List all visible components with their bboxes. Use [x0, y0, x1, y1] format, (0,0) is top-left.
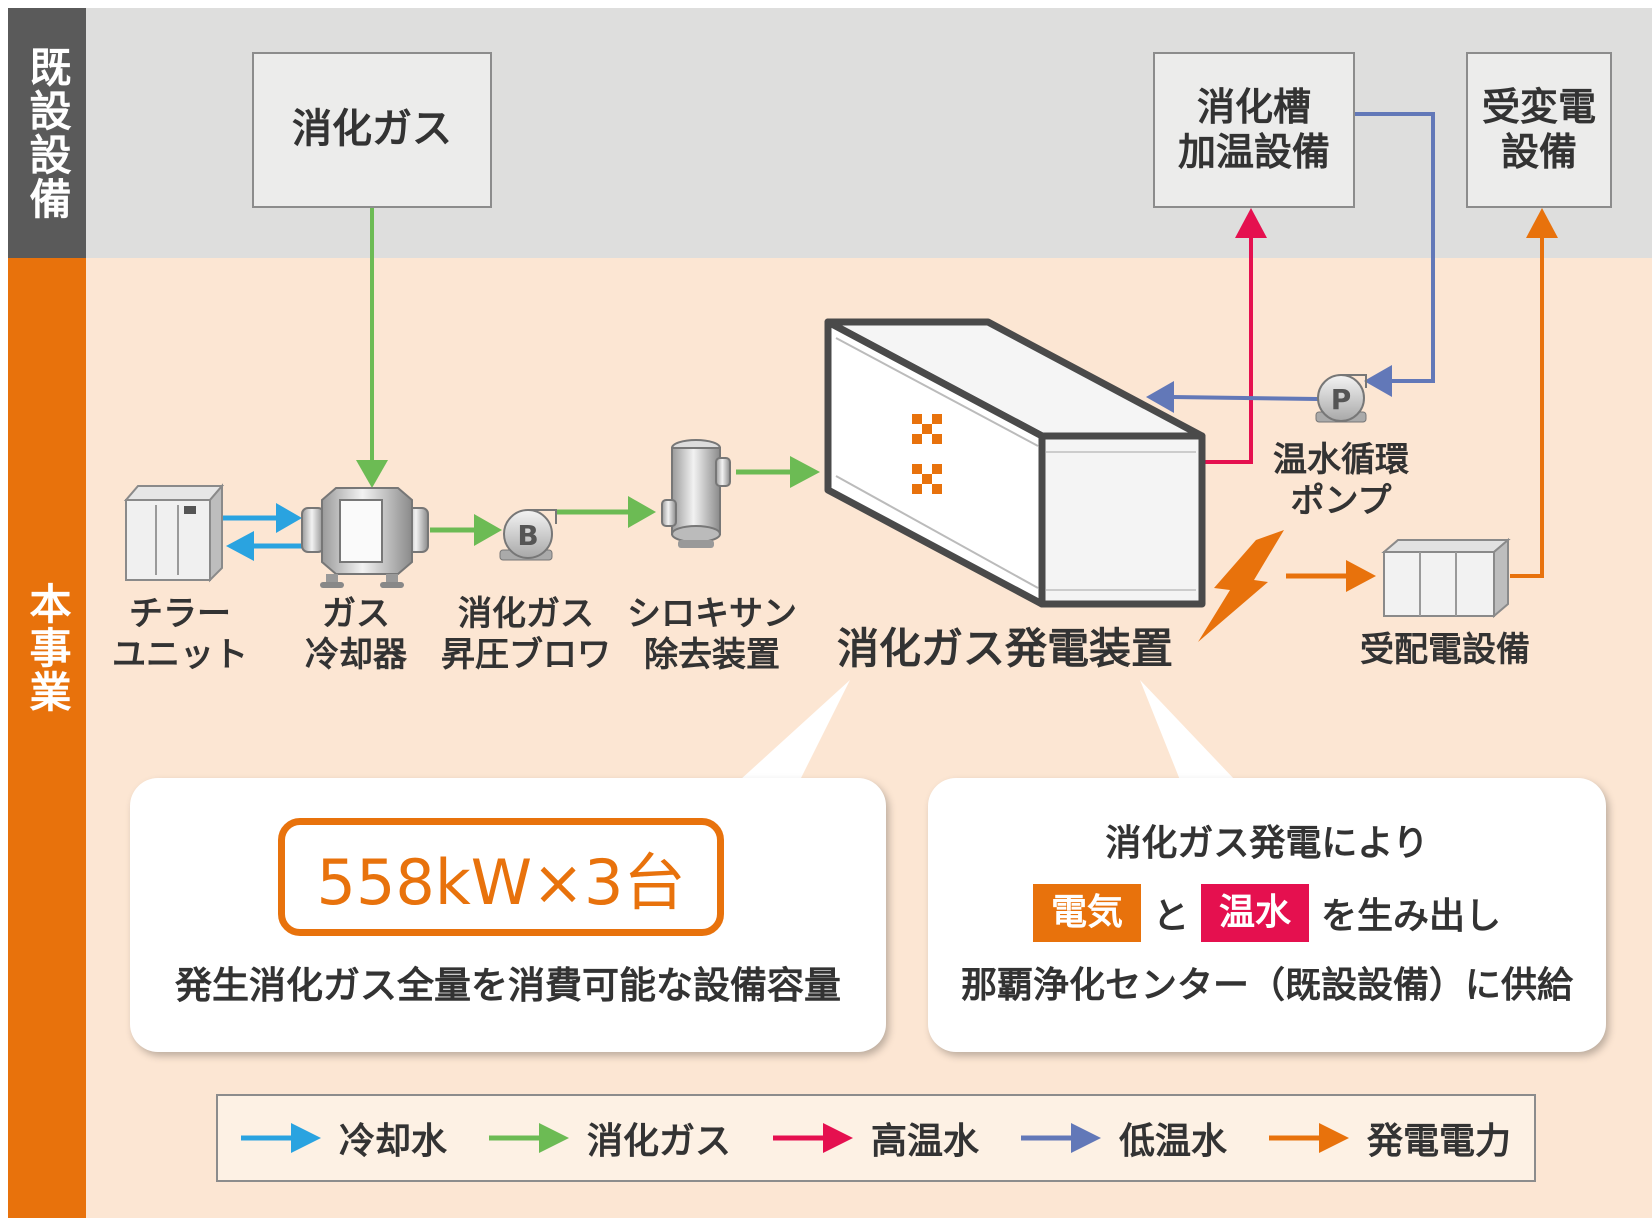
siloxane-removal-icon	[661, 439, 731, 548]
legend-label: 発電電力	[1367, 1121, 1512, 1162]
chiller-unit-icon	[123, 483, 225, 583]
hot-water-line	[1204, 208, 1267, 464]
legend-label: 冷却水	[338, 1121, 447, 1162]
supply-line2: 電気 と 温水 を生み出し	[928, 884, 1606, 942]
capacity-description: 発生消化ガス全量を消費可能な設備容量	[175, 964, 841, 1007]
chiller-label: チラー ユニット	[112, 594, 248, 675]
low-temp-water-line	[1146, 112, 1435, 413]
arrow-icon	[772, 1123, 853, 1153]
capacity-value: 558kW×3台	[316, 846, 686, 919]
siloxane-label: シロキサン 除去装置	[627, 594, 797, 675]
power-distribution-icon	[1381, 537, 1511, 619]
arrow-icon	[1269, 1123, 1350, 1153]
callout-left-pointer	[740, 680, 850, 780]
supply-callout: 消化ガス発電により 電気 と 温水 を生み出し 那覇浄化センター（既設設備）に供…	[928, 778, 1606, 1052]
blower-icon: B	[499, 509, 557, 561]
cooling-water-arrows	[222, 503, 302, 561]
gas-line-to-siloxane	[556, 496, 656, 528]
blower-label: 消化ガス 昇圧ブロワ	[441, 594, 611, 675]
legend-item-hot-water: 高温水	[772, 1112, 979, 1164]
arrow-icon	[488, 1123, 569, 1153]
substation-box: 受変電 設備	[1466, 52, 1612, 208]
generator-label: 消化ガス発電装置	[836, 624, 1173, 673]
blower-symbol: B	[517, 519, 538, 552]
gas-line-to-blower	[430, 514, 502, 546]
gas-line-to-cooler	[356, 208, 388, 488]
lightning-icon	[1198, 530, 1284, 642]
capacity-callout: 558kW×3台 発生消化ガス全量を消費可能な設備容量	[130, 778, 886, 1052]
power-line	[1198, 208, 1558, 642]
pump-symbol: P	[1331, 383, 1352, 416]
supply-line1: 消化ガス発電により	[1105, 823, 1429, 864]
legend-label: 低温水	[1119, 1121, 1228, 1162]
project-label-text: 本事業	[23, 582, 73, 714]
capacity-box: 558kW×3台	[278, 818, 724, 936]
gas-cooler-label: ガス 冷却器	[305, 594, 407, 675]
pump-icon: P	[1315, 374, 1367, 423]
gas-line-to-generator	[736, 456, 820, 488]
project-label: 本事業	[8, 258, 86, 1218]
supply-line2-suffix: を生み出し	[1321, 896, 1502, 937]
digester-heating-box: 消化槽 加温設備	[1153, 52, 1355, 208]
arrow-icon	[1021, 1123, 1101, 1153]
power-distribution-label: 受配電設備	[1360, 630, 1530, 670]
logo-mark	[912, 414, 942, 494]
legend-item-digestion-gas: 消化ガス	[488, 1112, 731, 1164]
arrow-icon	[240, 1123, 321, 1153]
hot-water-tag: 温水	[1201, 884, 1310, 942]
legend-item-generated-power: 発電電力	[1269, 1112, 1511, 1164]
legend-label: 消化ガス	[586, 1121, 731, 1162]
gas-cooler-icon	[301, 487, 429, 588]
callout-right-pointer	[1140, 680, 1235, 780]
connector-text: と	[1152, 896, 1189, 937]
generator-container-icon	[824, 318, 1206, 608]
digestion-gas-source-box: 消化ガス	[252, 52, 492, 208]
pump-label: 温水循環 ポンプ	[1273, 440, 1409, 521]
electricity-tag: 電気	[1032, 884, 1141, 942]
existing-facilities-label: 既設設備	[8, 8, 86, 258]
legend-item-cooling-water: 冷却水	[240, 1112, 447, 1164]
legend-item-low-temp-water: 低温水	[1021, 1112, 1227, 1164]
legend: 冷却水 消化ガス 高温水 低温水 発電電力	[216, 1094, 1536, 1182]
legend-label: 高温水	[870, 1121, 979, 1162]
supply-line3: 那覇浄化センター（既設設備）に供給	[960, 965, 1573, 1006]
existing-facilities-label-text: 既設設備	[23, 45, 73, 221]
